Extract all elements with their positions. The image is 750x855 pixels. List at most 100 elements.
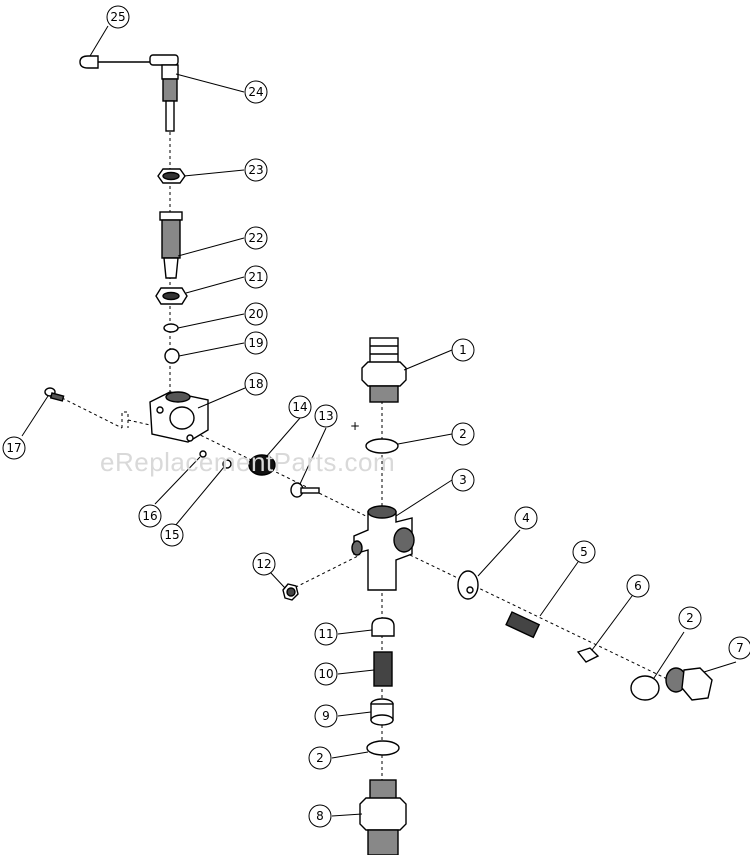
callout-label: 21 bbox=[248, 270, 263, 284]
part-21-hex-nut bbox=[155, 287, 188, 305]
callout-label: 7 bbox=[736, 641, 744, 655]
callout-c19: 19 bbox=[244, 331, 268, 355]
callout-c17: 17 bbox=[2, 436, 26, 460]
callout-circle bbox=[626, 574, 650, 598]
part-18-switch-body bbox=[149, 391, 209, 443]
part-2-o-ring-bottom bbox=[366, 740, 400, 756]
callout-c14: 14 bbox=[288, 395, 312, 419]
part-8-bottom-fitting bbox=[359, 779, 407, 855]
callout-circle bbox=[138, 504, 162, 528]
callout-circle bbox=[244, 302, 268, 326]
callout-c16: 16 bbox=[138, 504, 162, 528]
callout-label: 20 bbox=[248, 307, 263, 321]
part-17-screw bbox=[44, 387, 65, 402]
callout-circle bbox=[572, 540, 596, 564]
callout-c21: 21 bbox=[244, 265, 268, 289]
part-13-screw bbox=[290, 482, 320, 498]
callout-label: 19 bbox=[248, 336, 263, 350]
callout-circle bbox=[106, 5, 130, 29]
callout-circle bbox=[2, 436, 26, 460]
callout-label: 5 bbox=[580, 545, 588, 559]
callout-c2c: 2 bbox=[678, 606, 702, 630]
callout-label: 6 bbox=[634, 579, 642, 593]
part-25-pin bbox=[79, 55, 150, 69]
part-2-o-ring-top bbox=[365, 438, 399, 454]
part-24-valve-stem bbox=[149, 54, 179, 132]
callout-label: 17 bbox=[6, 441, 21, 455]
callout-circle bbox=[244, 265, 268, 289]
callout-circle bbox=[451, 338, 475, 362]
callout-circle bbox=[678, 606, 702, 630]
callout-c2a: 2 bbox=[451, 422, 475, 446]
callout-label: 25 bbox=[110, 10, 125, 24]
callout-circle bbox=[451, 468, 475, 492]
part-11-cap bbox=[371, 617, 395, 637]
part-16-fitting bbox=[199, 450, 207, 458]
part-1-top-fitting bbox=[361, 337, 407, 403]
callout-label: 24 bbox=[248, 85, 263, 99]
callout-circle bbox=[308, 804, 332, 828]
callout-c6: 6 bbox=[626, 574, 650, 598]
part-6-clip bbox=[576, 647, 600, 663]
callout-circle bbox=[288, 395, 312, 419]
callout-c13: 13 bbox=[314, 404, 338, 428]
callout-circle bbox=[244, 158, 268, 182]
callout-c2b: 2 bbox=[308, 746, 332, 770]
callout-label: 4 bbox=[522, 511, 530, 525]
part-4-disc bbox=[457, 570, 479, 600]
callout-c22: 22 bbox=[244, 226, 268, 250]
callout-label: 9 bbox=[322, 709, 330, 723]
callout-c5: 5 bbox=[572, 540, 596, 564]
part-14-diaphragm bbox=[248, 454, 276, 476]
part-10-spring bbox=[373, 651, 393, 687]
callout-label: 15 bbox=[164, 528, 179, 542]
callout-c23: 23 bbox=[244, 158, 268, 182]
callout-circle bbox=[314, 622, 338, 646]
callout-c8: 8 bbox=[308, 804, 332, 828]
callout-circle bbox=[244, 80, 268, 104]
callout-label: 16 bbox=[142, 509, 157, 523]
callout-c4: 4 bbox=[514, 506, 538, 530]
part-23-hex-nut bbox=[157, 168, 186, 184]
callout-label: 12 bbox=[256, 557, 271, 571]
part-19-ball bbox=[164, 348, 180, 364]
callout-c9: 9 bbox=[314, 704, 338, 728]
callout-label: 13 bbox=[318, 409, 333, 423]
callout-circle bbox=[244, 226, 268, 250]
callout-circle bbox=[514, 506, 538, 530]
part-20-washer bbox=[163, 323, 179, 333]
callout-circle bbox=[314, 704, 338, 728]
callout-c12: 12 bbox=[252, 552, 276, 576]
center-mark: + bbox=[350, 419, 360, 433]
part-22-threaded-bonnet bbox=[159, 211, 183, 279]
callout-c11: 11 bbox=[314, 622, 338, 646]
callout-label: 14 bbox=[292, 400, 307, 414]
callout-c3: 3 bbox=[451, 468, 475, 492]
callout-c20: 20 bbox=[244, 302, 268, 326]
callout-c15: 15 bbox=[160, 523, 184, 547]
watermark: eReplacementParts.com bbox=[100, 447, 396, 477]
callout-label: 22 bbox=[248, 231, 263, 245]
part-5-spring bbox=[505, 611, 541, 639]
callout-label: 2 bbox=[316, 751, 324, 765]
callout-c1: 1 bbox=[451, 338, 475, 362]
callout-c10: 10 bbox=[314, 662, 338, 686]
callout-c24: 24 bbox=[244, 80, 268, 104]
callout-circle bbox=[314, 662, 338, 686]
callouts: 2524232221201918171615141312111098765432… bbox=[2, 5, 750, 828]
callout-c7: 7 bbox=[728, 636, 750, 660]
callout-circle bbox=[244, 331, 268, 355]
part-15-o-ring bbox=[222, 459, 232, 469]
part-7-hex-plug bbox=[665, 667, 713, 701]
callout-label: 8 bbox=[316, 809, 324, 823]
part-12-plug bbox=[282, 583, 299, 601]
callout-label: 10 bbox=[318, 667, 333, 681]
leader-lines bbox=[21, 25, 737, 817]
callout-label: 18 bbox=[248, 377, 263, 391]
callout-label: 3 bbox=[459, 473, 467, 487]
callout-circle bbox=[314, 404, 338, 428]
callout-circle bbox=[728, 636, 750, 660]
callout-c25: 25 bbox=[106, 5, 130, 29]
callout-circle bbox=[160, 523, 184, 547]
callout-circle bbox=[252, 552, 276, 576]
